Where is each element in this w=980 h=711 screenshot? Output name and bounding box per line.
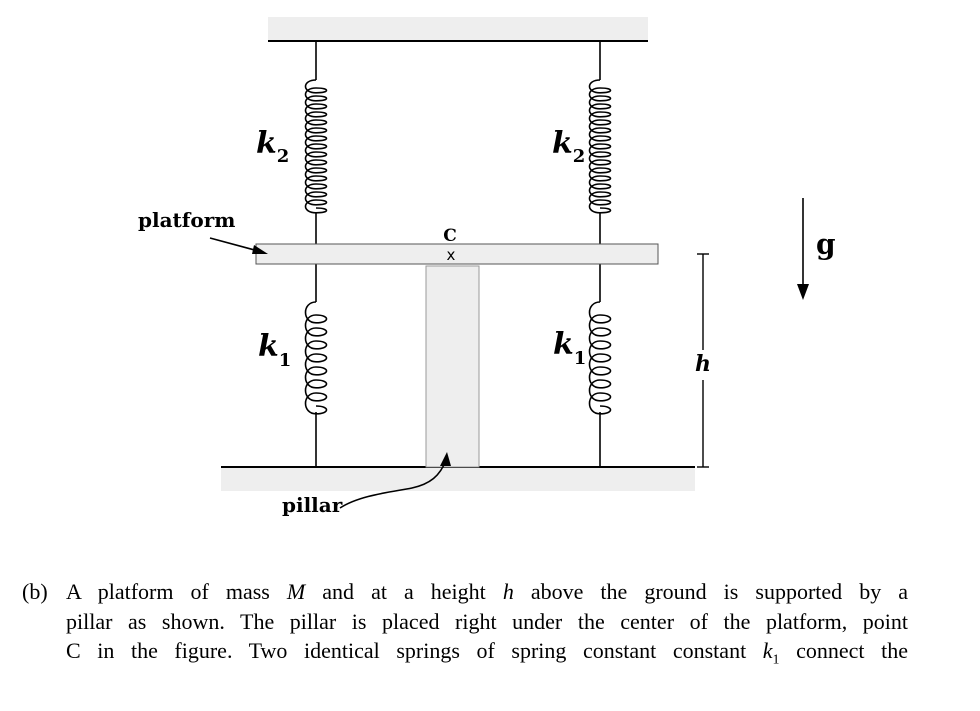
caption-line-1-a: A platform of mass — [66, 579, 287, 604]
caption-height-symbol: h — [502, 579, 514, 604]
k1-left-label: k1 — [258, 329, 291, 371]
caption-line-1-c: above the ground is supported by a — [513, 579, 908, 604]
gravity-arrow — [797, 198, 809, 300]
upper-left-spring — [304, 41, 328, 244]
caption-line-2: pillar as shown. The pillar is placed ri… — [66, 608, 908, 634]
caption-line-3: C in the figure. Two identical springs o… — [66, 636, 908, 675]
upper-right-spring — [588, 41, 612, 244]
platform-arrow — [209, 237, 268, 254]
pillar — [425, 265, 480, 468]
point-c-label: C — [443, 226, 457, 246]
platform-label: platform — [138, 208, 235, 232]
k2-right-label: k2 — [552, 126, 585, 167]
mechanics-figure: C x k2 k2 k1 k1 platform pillar h g — [138, 17, 836, 517]
k2-left-label: k2 — [256, 126, 289, 167]
part-label: (b) — [22, 579, 48, 604]
height-label: h — [695, 351, 711, 377]
point-c-mark: x — [447, 246, 456, 264]
ceiling-block — [268, 17, 648, 41]
caption-k-symbol: k — [762, 638, 773, 663]
caption-mass-symbol: M — [286, 579, 306, 604]
caption-line-3-b: connect the — [779, 638, 908, 663]
caption-k-subscript: 1 — [772, 652, 780, 668]
caption-line-1-b: and at a height — [305, 579, 503, 604]
platform — [255, 243, 659, 265]
k1-right-label: k1 — [553, 327, 586, 369]
height-dimension — [697, 253, 709, 468]
lower-right-spring — [588, 264, 612, 467]
lower-left-spring — [304, 264, 328, 467]
caption-line-1: A platform of mass M and at a height h a… — [66, 577, 908, 607]
caption-line-3-a: C in the figure. Two identical springs o… — [66, 638, 763, 663]
pillar-label: pillar — [282, 493, 343, 517]
pillar-arrow — [339, 452, 451, 509]
ground-block — [221, 467, 695, 491]
gravity-label: g — [816, 228, 836, 261]
